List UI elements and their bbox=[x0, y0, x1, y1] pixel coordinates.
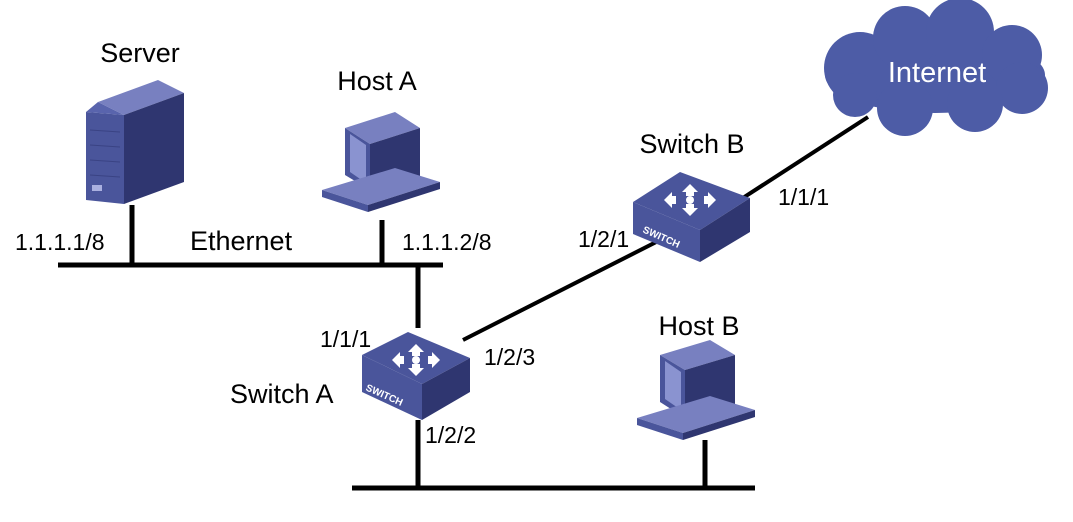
switch-a-port-up: 1/1/1 bbox=[320, 326, 371, 352]
cloud-icon: Internet bbox=[824, 0, 1048, 136]
server-ip: 1.1.1.1/8 bbox=[15, 229, 105, 255]
switch-a-port-down: 1/2/2 bbox=[425, 422, 476, 448]
switch-b-label: Switch B bbox=[639, 129, 744, 159]
ethernet-label: Ethernet bbox=[190, 226, 293, 256]
server-icon bbox=[86, 80, 184, 204]
host-b-label: Host B bbox=[658, 311, 739, 341]
switch-b-port-left: 1/2/1 bbox=[578, 226, 629, 252]
switch-a-label: Switch A bbox=[230, 379, 334, 409]
host-b-computer-icon bbox=[637, 340, 755, 440]
switch-a-port-right: 1/2/3 bbox=[484, 344, 535, 370]
link-switch-b-internet bbox=[730, 115, 870, 207]
switch-b-switch-icon: SWITCH bbox=[633, 172, 750, 262]
host-a-computer-icon bbox=[322, 112, 440, 212]
server-label: Server bbox=[100, 38, 180, 68]
links bbox=[58, 115, 870, 491]
switch-b-port-right: 1/1/1 bbox=[778, 184, 829, 210]
host-a-label: Host A bbox=[337, 66, 417, 96]
switch-a-switch-icon: SWITCH bbox=[362, 332, 470, 420]
internet-label: Internet bbox=[888, 57, 986, 89]
link-switch-a-switch-b bbox=[462, 233, 671, 342]
host-a-ip: 1.1.1.2/8 bbox=[402, 229, 492, 255]
